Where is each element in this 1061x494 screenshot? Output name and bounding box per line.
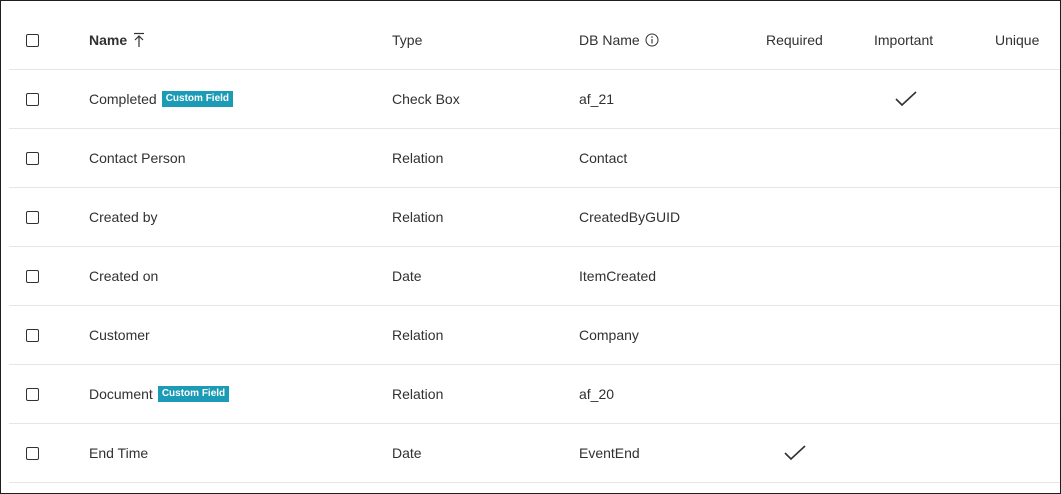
column-header-important[interactable]: Important: [874, 11, 933, 69]
table-row[interactable]: Created by Relation CreatedByGUID: [9, 188, 1060, 247]
row-select-cell: [26, 365, 46, 423]
row-checkbox[interactable]: [26, 328, 39, 342]
row-checkbox[interactable]: [26, 446, 39, 460]
row-checkbox[interactable]: [26, 269, 39, 283]
field-name: Created by: [89, 209, 158, 225]
field-name: Customer: [89, 327, 150, 343]
row-type-cell: Relation: [392, 306, 443, 364]
row-name-cell: Completed Custom Field: [89, 70, 234, 128]
row-checkbox[interactable]: [26, 387, 39, 401]
field-type: Relation: [392, 327, 444, 343]
field-name: Created on: [89, 268, 159, 284]
checkmark-icon: [895, 91, 917, 107]
custom-field-badge: Custom Field: [161, 91, 234, 107]
row-select-cell: [26, 247, 46, 305]
row-name-cell: End Time: [89, 424, 148, 482]
row-checkbox[interactable]: [26, 92, 39, 106]
table-row[interactable]: Contact Person Relation Contact: [9, 129, 1060, 188]
column-header-name[interactable]: Name: [89, 11, 145, 69]
row-type-cell: Check Box: [392, 70, 460, 128]
row-important-cell: [895, 70, 917, 128]
column-header-unique[interactable]: Unique: [995, 11, 1039, 69]
field-db-name: EventEnd: [579, 445, 640, 461]
table-row[interactable]: Completed Custom Field Check Box af_21: [9, 70, 1060, 129]
sort-ascending-icon[interactable]: [133, 32, 145, 48]
select-all-checkbox[interactable]: [26, 33, 39, 47]
row-db-cell: CreatedByGUID: [579, 188, 680, 246]
row-checkbox[interactable]: [26, 151, 39, 165]
field-type: Date: [392, 445, 422, 461]
row-type-cell: Relation: [392, 365, 443, 423]
column-header-important-label: Important: [874, 32, 934, 48]
column-header-type[interactable]: Type: [392, 11, 422, 69]
row-db-cell: EventEnd: [579, 424, 640, 482]
row-select-cell: [26, 129, 46, 187]
column-header-required-label: Required: [766, 32, 823, 48]
column-header-type-label: Type: [392, 32, 423, 48]
table-row[interactable]: Created on Date ItemCreated: [9, 247, 1060, 306]
row-name-cell: Created on: [89, 247, 158, 305]
column-header-unique-label: Unique: [995, 32, 1040, 48]
field-name: End Time: [89, 445, 149, 461]
column-header-required[interactable]: Required: [766, 11, 823, 69]
field-type: Check Box: [392, 91, 460, 107]
field-name: Contact Person: [89, 150, 186, 166]
row-type-cell: Date: [392, 424, 422, 482]
row-select-cell: [26, 188, 46, 246]
row-db-cell: af_21: [579, 70, 614, 128]
row-select-cell: [26, 306, 46, 364]
field-type: Relation: [392, 386, 444, 402]
table-header: Name Type DB Name Requ: [9, 11, 1060, 70]
row-checkbox[interactable]: [26, 210, 39, 224]
field-name: Completed: [89, 91, 157, 107]
field-name: Document: [89, 386, 153, 402]
row-select-cell: [26, 424, 46, 482]
table-row[interactable]: Customer Relation Company: [9, 306, 1060, 365]
row-type-cell: Relation: [392, 129, 443, 187]
row-db-cell: ItemCreated: [579, 247, 656, 305]
row-db-cell: Company: [579, 306, 639, 364]
row-db-cell: Contact: [579, 129, 627, 187]
field-db-name: af_21: [579, 91, 615, 107]
row-name-cell: Customer: [89, 306, 150, 364]
row-type-cell: Date: [392, 247, 422, 305]
info-icon[interactable]: [645, 33, 659, 47]
row-name-cell: Contact Person: [89, 129, 186, 187]
column-header-db-name[interactable]: DB Name: [579, 11, 659, 69]
row-name-cell: Document Custom Field: [89, 365, 230, 423]
field-db-name: af_20: [579, 386, 615, 402]
field-type: Relation: [392, 209, 444, 225]
row-db-cell: af_20: [579, 365, 614, 423]
table-row[interactable]: End Time Date EventEnd: [9, 424, 1060, 483]
row-select-cell: [26, 70, 46, 128]
column-header-name-label: Name: [89, 32, 128, 48]
field-db-name: Company: [579, 327, 639, 343]
row-type-cell: Relation: [392, 188, 443, 246]
custom-field-badge: Custom Field: [157, 386, 230, 402]
select-all-cell: [26, 11, 46, 69]
field-type: Relation: [392, 150, 444, 166]
column-header-db-name-label: DB Name: [579, 32, 640, 48]
row-name-cell: Created by: [89, 188, 157, 246]
field-db-name: CreatedByGUID: [579, 209, 681, 225]
table-row[interactable]: Document Custom Field Relation af_20: [9, 365, 1060, 424]
checkmark-icon: [784, 445, 806, 461]
row-required-cell: [784, 424, 806, 482]
field-type: Date: [392, 268, 422, 284]
field-db-name: ItemCreated: [579, 268, 657, 284]
field-db-name: Contact: [579, 150, 628, 166]
